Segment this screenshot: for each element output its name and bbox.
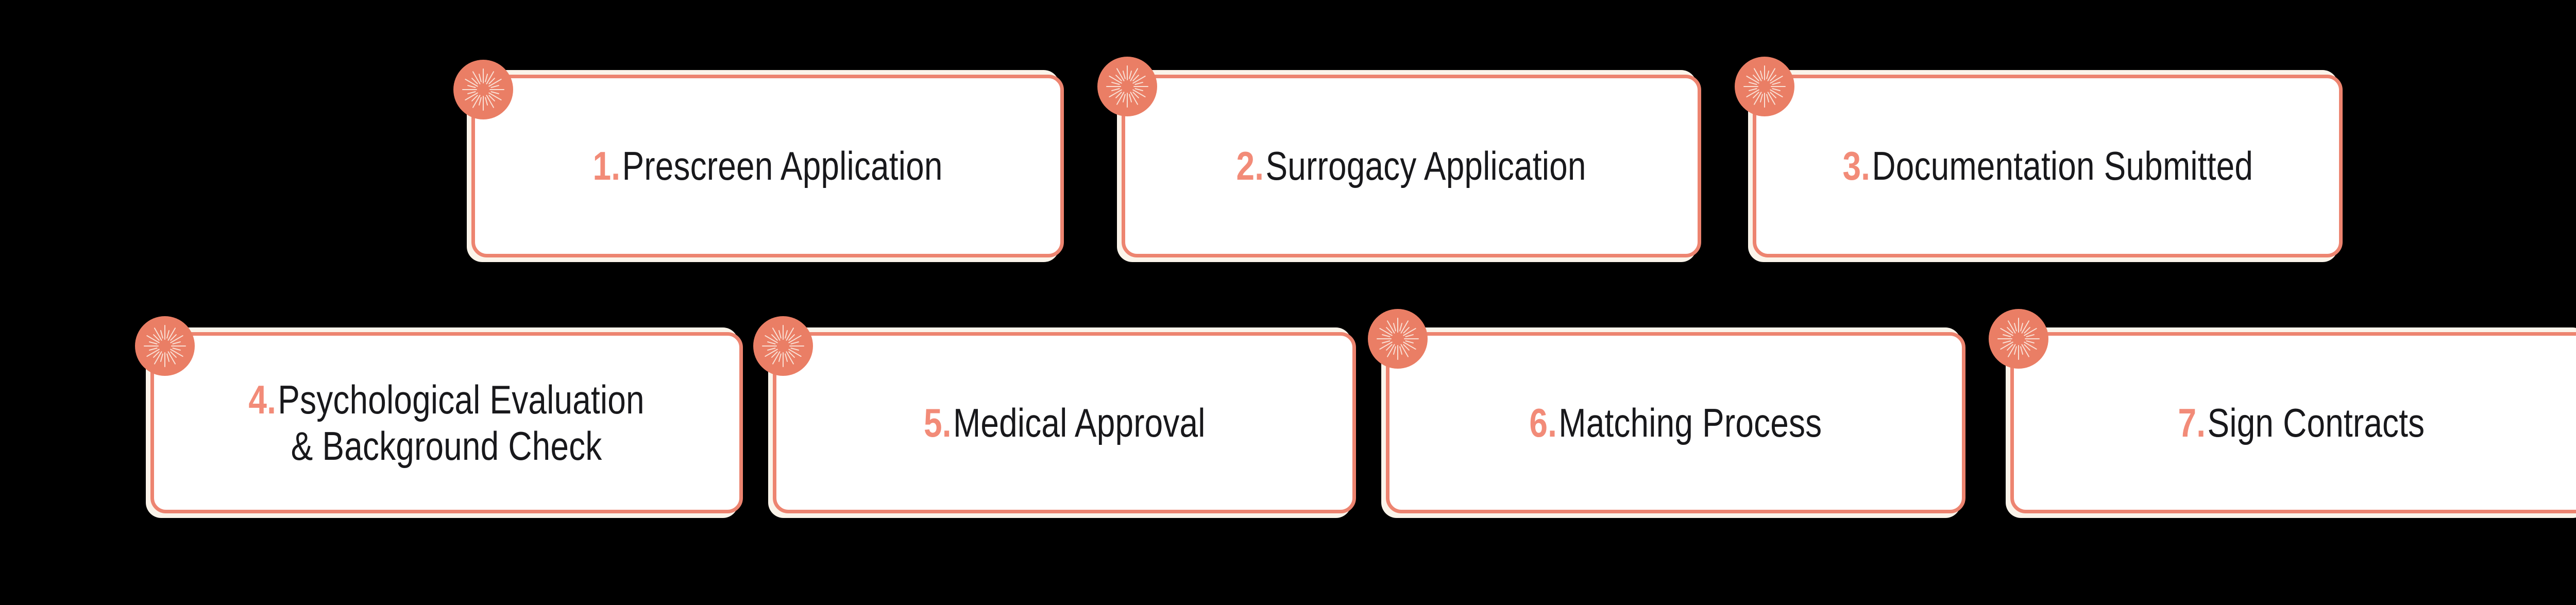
step-card-body: 1.Prescreen Application (471, 75, 1064, 257)
starburst-icon (753, 316, 813, 376)
step-card-body: 6.Matching Process (1386, 332, 1965, 513)
step-title: Documentation Submitted (1872, 143, 2253, 189)
starburst-icon (1097, 57, 1157, 116)
step-card-6[interactable]: 6.Matching Process (1381, 327, 1965, 518)
starburst-icon (135, 316, 195, 376)
step-label: 7.Sign Contracts (2178, 400, 2425, 446)
starburst-icon (1368, 309, 1428, 369)
step-number: 4. (248, 376, 277, 422)
step-number: 2. (1236, 143, 1264, 189)
step-card-2[interactable]: 2.Surrogacy Application (1117, 70, 1701, 262)
step-label: 6.Matching Process (1530, 400, 1822, 446)
step-number: 7. (2178, 400, 2206, 445)
step-label: 3.Documentation Submitted (1842, 143, 2253, 189)
step-card-5[interactable]: 5.Medical Approval (768, 327, 1356, 518)
step-title: Matching Process (1558, 400, 1822, 445)
step-card-body: 2.Surrogacy Application (1122, 75, 1701, 257)
step-label: 2.Surrogacy Application (1236, 143, 1586, 189)
step-title: Medical Approval (953, 400, 1206, 445)
step-card-body: 7.Sign Contracts (2010, 332, 2576, 513)
step-card-body: 3.Documentation Submitted (1753, 75, 2343, 257)
step-card-body: 4.Psychological Evaluation & Background … (150, 332, 743, 513)
step-number: 6. (1529, 400, 1557, 445)
step-label: 4.Psychological Evaluation & Background … (249, 376, 645, 470)
step-card-7[interactable]: 7.Sign Contracts (2006, 327, 2576, 518)
step-title: Prescreen Application (622, 143, 943, 189)
step-number: 5. (923, 400, 952, 445)
starburst-icon (1735, 57, 1794, 116)
step-card-4[interactable]: 4.Psychological Evaluation & Background … (146, 327, 743, 518)
step-title: Sign Contracts (2207, 400, 2425, 445)
step-title: Psychological Evaluation & Background Ch… (278, 376, 645, 469)
step-title: Surrogacy Application (1265, 143, 1587, 189)
starburst-icon (453, 60, 513, 119)
step-card-1[interactable]: 1.Prescreen Application (467, 70, 1064, 262)
step-card-body: 5.Medical Approval (773, 332, 1356, 513)
step-number: 1. (592, 143, 621, 189)
step-number: 3. (1842, 143, 1870, 189)
starburst-icon (1989, 309, 2048, 369)
step-label: 5.Medical Approval (924, 400, 1206, 446)
step-label: 1.Prescreen Application (592, 143, 942, 189)
step-card-3[interactable]: 3.Documentation Submitted (1748, 70, 2343, 262)
